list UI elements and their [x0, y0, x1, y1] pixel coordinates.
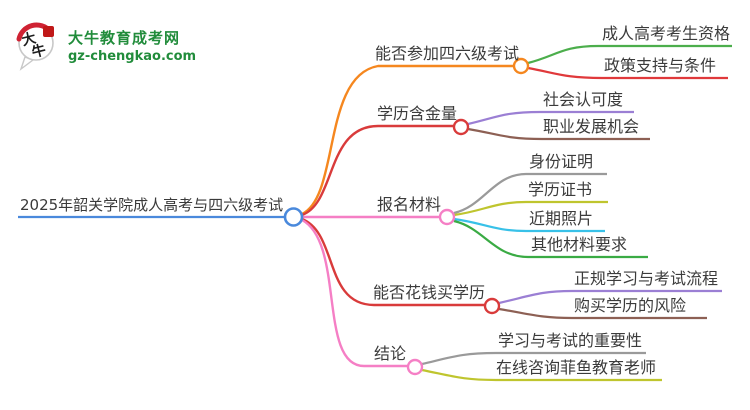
branch-3-child-line-4: [453, 219, 648, 259]
leaf-label-importance-of-study[interactable]: 学习与考试的重要性: [498, 331, 643, 350]
branch-2-child-line-2: [467, 127, 650, 141]
branch-5-node-circle[interactable]: [406, 358, 424, 376]
logo-char-top: 大: [20, 29, 38, 49]
branch-5-label[interactable]: 结论: [374, 344, 407, 363]
branch-5-child-line-2: [421, 368, 662, 382]
branch-1-child-line-2: [527, 66, 728, 80]
logo-title: 大牛教育成考网: [68, 28, 181, 47]
leaf-label-diploma-certificate[interactable]: 学历证书: [528, 180, 593, 199]
leaf-label-recent-photo[interactable]: 近期照片: [529, 209, 594, 228]
leaf-label-social-recognition[interactable]: 社会认可度: [543, 90, 624, 109]
central-topic-label[interactable]: 2025年韶关学院成人高考与四六级考试: [20, 196, 284, 214]
leaf-label-career-opportunity[interactable]: 职业发展机会: [543, 117, 640, 136]
central-node-circle[interactable]: [283, 207, 304, 227]
branch-3-label[interactable]: 报名材料: [377, 195, 442, 214]
leaf-label-identity-proof[interactable]: 身份证明: [529, 152, 594, 171]
branch-3-child-line-3: [453, 217, 605, 233]
branch-1-node-circle[interactable]: [512, 57, 530, 75]
leaf-label-policy-support[interactable]: 政策支持与条件: [604, 56, 717, 75]
branch-2-child-line-1: [467, 110, 634, 126]
branch-4-child-line-2: [498, 307, 707, 320]
branch-4-node-circle[interactable]: [483, 297, 501, 315]
logo-char-bottom: 牛: [30, 41, 48, 61]
logo-seal-stamp: [43, 26, 54, 37]
leaf-label-online-consult[interactable]: 在线咨询菲鱼教育老师: [496, 358, 657, 377]
branch-5-child-line-1: [421, 351, 646, 366]
branch-2-node-circle[interactable]: [452, 118, 470, 136]
branch-line-4: [301, 217, 485, 307]
leaf-label-other-materials[interactable]: 其他材料要求: [531, 235, 628, 254]
branch-line-2: [301, 124, 454, 217]
leaf-label-buying-diploma-risk[interactable]: 购买学历的风险: [574, 296, 687, 315]
branch-3-child-line-1: [453, 172, 607, 215]
branch-2-label[interactable]: 学历含金量: [377, 104, 458, 123]
branch-line-1: [301, 64, 514, 216]
logo-bull-icon: 大 牛: [16, 22, 54, 71]
logo-text-block: 大牛教育成考网 gz-chengkao.com: [68, 27, 196, 64]
leaf-label-adult-exam-eligibility[interactable]: 成人高考考生资格: [602, 24, 731, 43]
leaf-label-formal-process[interactable]: 正规学习与考试流程: [574, 269, 719, 288]
branch-3-child-line-2: [453, 200, 608, 217]
branch-4-child-line-1: [498, 289, 722, 305]
branch-4-label[interactable]: 能否花钱买学历: [373, 283, 486, 302]
site-logo[interactable]: 大 牛 大牛教育成考网 gz-chengkao.com: [14, 18, 196, 72]
logo-subtitle: gz-chengkao.com: [68, 48, 197, 64]
branch-1-label[interactable]: 能否参加四六级考试: [375, 44, 520, 63]
branch-1-child-line-1: [527, 44, 732, 65]
branch-3-node-circle[interactable]: [438, 208, 456, 226]
branch-line-5: [301, 218, 408, 368]
